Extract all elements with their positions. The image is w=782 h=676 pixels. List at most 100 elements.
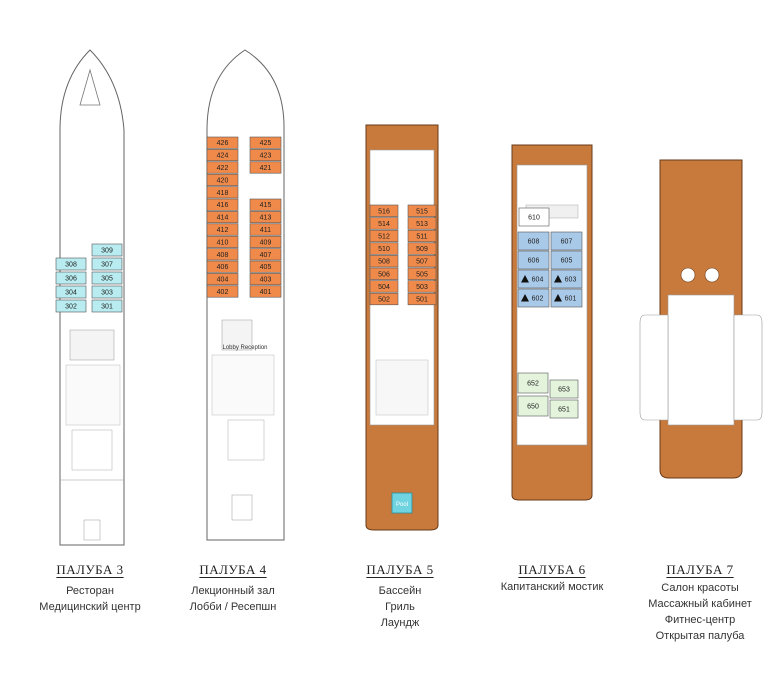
cabin-503[interactable]: 503 <box>407 280 437 293</box>
cabin-number: 421 <box>260 165 272 172</box>
cabin-604[interactable]: 604 <box>517 269 550 289</box>
cabin-number: 505 <box>416 271 428 278</box>
cabin-650[interactable]: 650 <box>517 395 549 417</box>
deck7-facility: Открытая палуба <box>655 630 745 642</box>
cabin-416[interactable]: 416 <box>206 198 239 211</box>
cabin-number: 503 <box>416 284 428 291</box>
deck4-facility: Лобби / Ресепшн <box>189 601 277 613</box>
cabin-number: 514 <box>378 221 390 228</box>
cabin-309[interactable]: 309 <box>91 243 123 257</box>
cabin-504[interactable]: 504 <box>369 280 399 293</box>
cabin-307[interactable]: 307 <box>91 257 123 271</box>
deck7-title: ПАЛУБА 7 <box>666 562 734 577</box>
cabin-512[interactable]: 512 <box>369 229 399 243</box>
deck6-facility: Капитанский мостик <box>500 581 604 593</box>
cabin-number: 303 <box>101 290 113 297</box>
cabin-411[interactable]: 411 <box>249 223 282 236</box>
cabin-number: 304 <box>65 290 77 297</box>
cabin-number: 418 <box>217 190 229 197</box>
cabin-424[interactable]: 424 <box>206 149 239 162</box>
cabin-number: 423 <box>260 153 272 160</box>
cabin-number: 509 <box>416 246 428 253</box>
cabin-422[interactable]: 422 <box>206 161 239 174</box>
deck7-facility: Фитнес-центр <box>664 614 736 626</box>
cabin-407[interactable]: 407 <box>249 248 282 261</box>
cabin-306[interactable]: 306 <box>55 271 87 285</box>
cabin-number: 306 <box>65 276 77 283</box>
cabin-number: 307 <box>101 262 113 269</box>
deck3-title: ПАЛУБА 3 <box>56 562 124 577</box>
cabin-406[interactable]: 406 <box>206 260 239 273</box>
cabin-number: 409 <box>260 239 272 246</box>
cabin-602[interactable]: 602 <box>517 288 550 308</box>
cabin-425[interactable]: 425 <box>249 136 282 149</box>
cabin-401[interactable]: 401 <box>249 285 282 298</box>
cabin-510[interactable]: 510 <box>369 242 399 255</box>
cabin-426[interactable]: 426 <box>206 136 239 149</box>
cabin-301[interactable]: 301 <box>91 299 123 313</box>
cabin-410[interactable]: 410 <box>206 235 239 248</box>
cabin-511[interactable]: 511 <box>407 229 437 243</box>
cabin-414[interactable]: 414 <box>206 211 239 224</box>
cabin-number: 607 <box>561 239 573 246</box>
cabin-number: 606 <box>528 258 540 265</box>
cabin-515[interactable]: 515 <box>407 204 437 217</box>
cabin-number: 605 <box>561 258 573 265</box>
cabin-402[interactable]: 402 <box>206 285 239 298</box>
cabin-number: 413 <box>260 215 272 222</box>
cabin-418[interactable]: 418 <box>206 186 239 199</box>
cabin-number: 416 <box>217 202 229 209</box>
cabin-516[interactable]: 516 <box>369 204 399 217</box>
cabin-514[interactable]: 514 <box>369 217 399 230</box>
cabin-number: 510 <box>378 246 390 253</box>
cabin-number: 301 <box>101 304 113 311</box>
cabin-404[interactable]: 404 <box>206 273 239 286</box>
cabin-423[interactable]: 423 <box>249 149 282 162</box>
cabin-607[interactable]: 607 <box>550 231 583 251</box>
cabin-number: 309 <box>101 248 113 255</box>
cabin-409[interactable]: 409 <box>249 235 282 248</box>
cabin-509[interactable]: 509 <box>407 242 437 255</box>
cabin-606[interactable]: 606 <box>517 250 550 270</box>
cabin-number: 403 <box>260 277 272 284</box>
cabin-505[interactable]: 505 <box>407 267 437 280</box>
cabin-305[interactable]: 305 <box>91 271 123 285</box>
cabin-651[interactable]: 651 <box>549 399 579 419</box>
cabin-413[interactable]: 413 <box>249 211 282 224</box>
cabin-502[interactable]: 502 <box>369 292 399 306</box>
cabin-605[interactable]: 605 <box>550 250 583 270</box>
cabin-420[interactable]: 420 <box>206 173 239 186</box>
warning-triangle-icon <box>554 275 562 283</box>
cabin-408[interactable]: 408 <box>206 248 239 261</box>
svg-text:Pool: Pool <box>396 502 408 508</box>
cabin-513[interactable]: 513 <box>407 217 437 230</box>
deck4-ship <box>206 49 285 541</box>
deck5-facility: Бассейн <box>378 585 422 597</box>
cabin-507[interactable]: 507 <box>407 255 437 268</box>
cabin-412[interactable]: 412 <box>206 223 239 236</box>
cabin-number: 602 <box>532 296 544 303</box>
cabin-303[interactable]: 303 <box>91 285 123 299</box>
cabin-610[interactable]: 610 <box>518 207 550 227</box>
cabin-415[interactable]: 415 <box>249 198 282 211</box>
cabin-603[interactable]: 603 <box>550 269 583 289</box>
deck5-facility: Лаундж <box>380 617 420 629</box>
cabin-403[interactable]: 403 <box>249 273 282 286</box>
cabin-653[interactable]: 653 <box>549 379 579 399</box>
cabin-number: 515 <box>416 208 428 215</box>
deck5-facilities: Бассейн Гриль Лаундж <box>325 583 475 631</box>
cabin-304[interactable]: 304 <box>55 285 87 299</box>
cabin-308[interactable]: 308 <box>55 257 87 271</box>
cabin-501[interactable]: 501 <box>407 292 437 306</box>
cabin-508[interactable]: 508 <box>369 255 399 268</box>
cabin-506[interactable]: 506 <box>369 267 399 280</box>
cabin-601[interactable]: 601 <box>550 288 583 308</box>
deck7-facilities: Салон красоты Массажный кабинет Фитнес-ц… <box>625 580 775 644</box>
cabin-421[interactable]: 421 <box>249 161 282 174</box>
cabin-652[interactable]: 652 <box>517 372 549 394</box>
cabin-number: 512 <box>378 234 390 241</box>
cabin-405[interactable]: 405 <box>249 260 282 273</box>
cabin-608[interactable]: 608 <box>517 231 550 251</box>
cabin-302[interactable]: 302 <box>55 299 87 313</box>
deck3-facility: Медицинский центр <box>39 601 141 613</box>
